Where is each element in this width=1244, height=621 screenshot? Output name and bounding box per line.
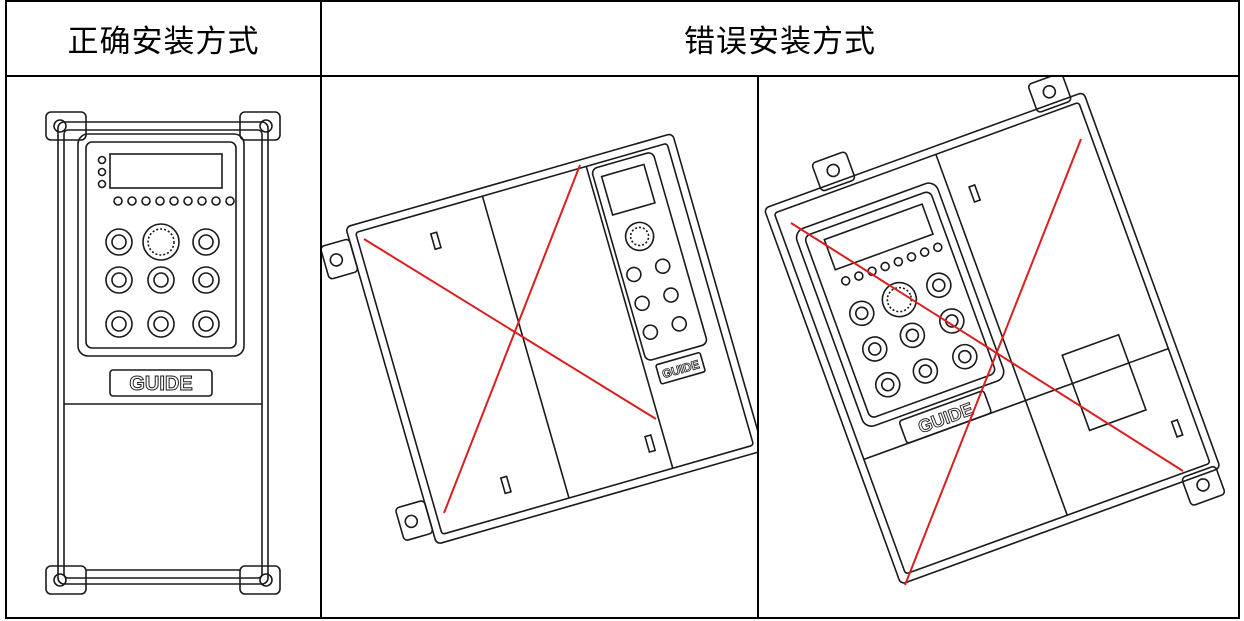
wrong-installation-drawing-2: GUIDE (759, 77, 1238, 617)
table-border-left (5, 0, 7, 619)
header-correct-installation: 正确安装方式 (67, 24, 260, 60)
header-wrong-installation: 错误安装方式 (684, 24, 876, 60)
table-border-top (5, 0, 1240, 2)
table-border-bottom (5, 617, 1240, 619)
guide-logo-correct: GUIDE (129, 373, 192, 395)
table-divider-1 (320, 0, 322, 619)
wrong-installation-drawing-1: GUIDE (322, 77, 757, 617)
table-border-right (1238, 0, 1240, 619)
correct-installation-drawing: GUIDE (40, 108, 286, 598)
guide-logo-wrong-1: GUIDE (661, 357, 701, 381)
table-divider-2 (757, 76, 759, 619)
table-border-mid (5, 75, 1240, 77)
